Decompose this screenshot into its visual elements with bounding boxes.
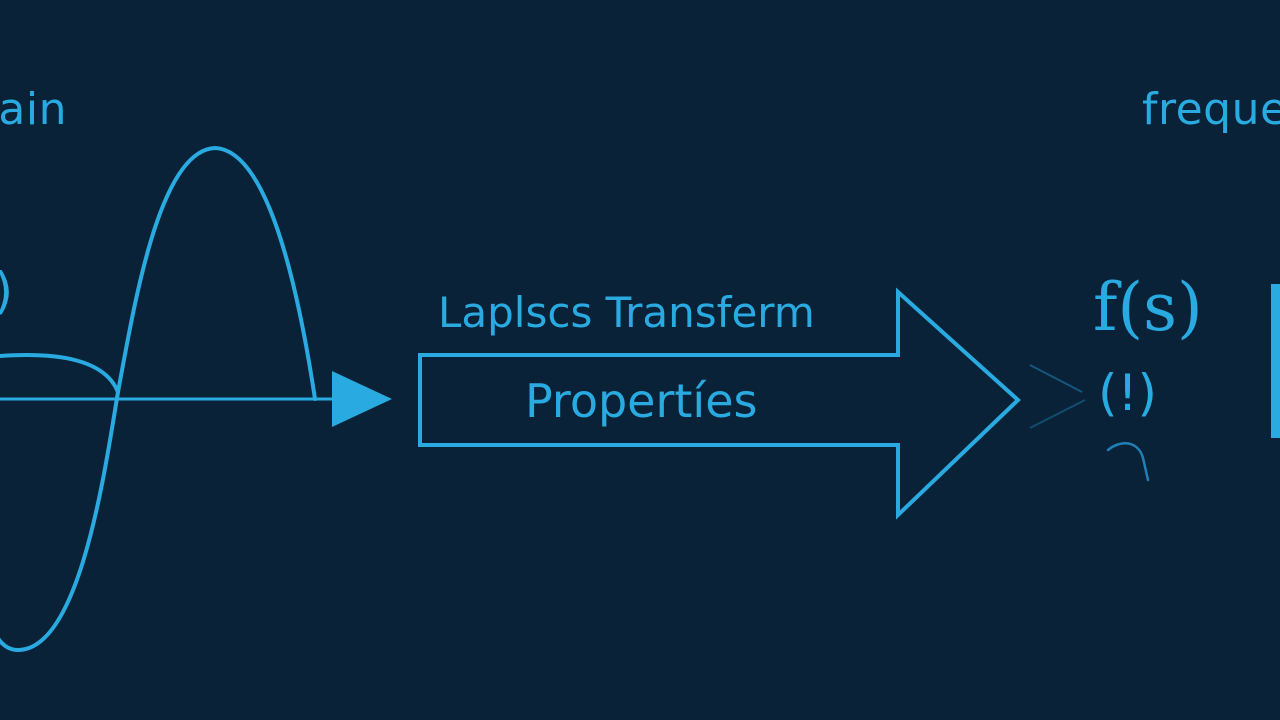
transform-title: Laplscs Transferm [438,288,815,337]
right-edge-bar [1271,284,1280,438]
frequency-domain-title: freque [1142,84,1280,135]
properties-label: Propertíes [525,374,758,428]
time-domain-title: nain [0,84,67,135]
frequency-function-label: f(s) [1093,269,1203,346]
waveform-icon [0,146,317,401]
glow-streak-lower [1029,399,1086,429]
time-function-label: t) [0,266,13,316]
waveform-lower-loop [0,390,120,652]
squiggle-mark [1106,442,1150,482]
transform-arrow-icon [418,287,1021,520]
small-arrow-icon [332,371,392,427]
glow-streak-upper [1029,364,1083,393]
frequency-symbol-label: (!) [1098,364,1158,422]
